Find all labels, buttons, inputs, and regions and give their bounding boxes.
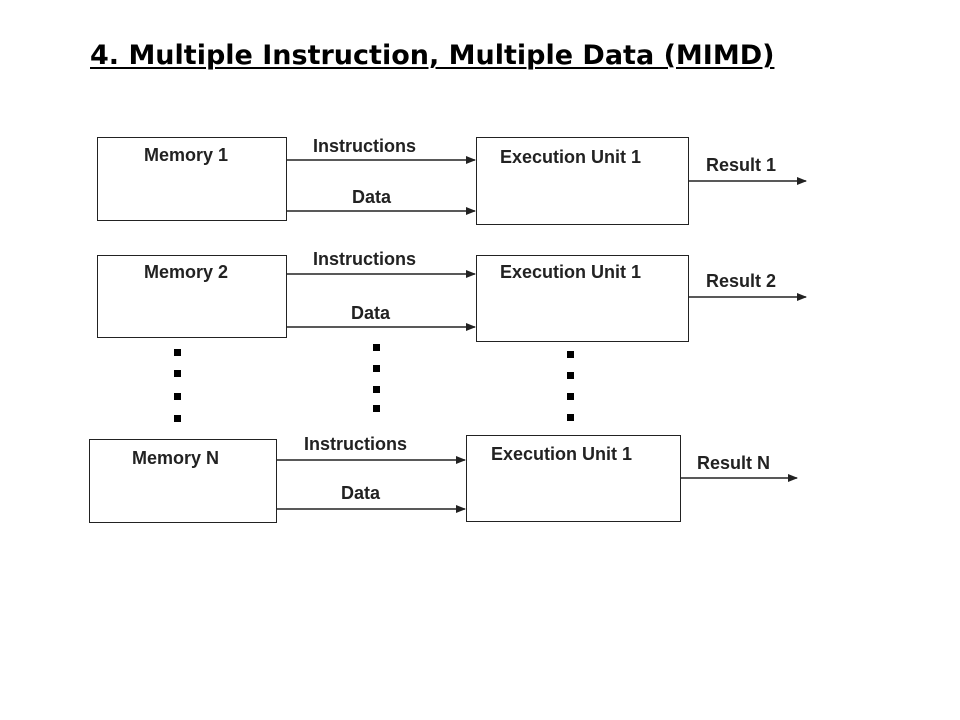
memory-label-n: Memory N — [132, 448, 220, 468]
instructions-label-1: Instructions — [313, 136, 417, 156]
execution-unit-label-n: Execution Unit 1 — [491, 444, 633, 464]
ellipsis-dot — [174, 393, 181, 400]
ellipsis-dot — [373, 344, 380, 351]
ellipsis-dot — [174, 415, 181, 422]
ellipsis-dot — [567, 351, 574, 358]
ellipsis-dot — [567, 372, 574, 379]
ellipsis-dot — [373, 405, 380, 412]
memory-label-1: Memory 1 — [144, 145, 229, 165]
memory-label-2: Memory 2 — [144, 262, 229, 282]
execution-unit-box-2 — [476, 255, 689, 342]
memory-box-2 — [97, 255, 287, 338]
data-label-n: Data — [341, 483, 381, 503]
result-label-2: Result 2 — [706, 271, 777, 291]
ellipsis-dot — [567, 414, 574, 421]
execution-unit-box-n — [466, 435, 681, 522]
data-label-2: Data — [351, 303, 391, 323]
ellipsis-dot — [174, 370, 181, 377]
result-label-1: Result 1 — [706, 155, 777, 175]
page-title: 4. Multiple Instruction, Multiple Data (… — [90, 40, 775, 71]
instructions-label-n: Instructions — [304, 434, 408, 454]
execution-unit-label-1: Execution Unit 1 — [500, 147, 642, 167]
instructions-label-2: Instructions — [313, 249, 417, 269]
data-label-1: Data — [352, 187, 392, 207]
ellipsis-dot — [373, 365, 380, 372]
ellipsis-dot — [174, 349, 181, 356]
execution-unit-label-2: Execution Unit 1 — [500, 262, 642, 282]
execution-unit-box-1 — [476, 137, 689, 225]
memory-box-n — [89, 439, 277, 523]
ellipsis-dot — [567, 393, 574, 400]
memory-box-1 — [97, 137, 287, 221]
result-label-n: Result N — [697, 453, 771, 473]
ellipsis-dot — [373, 386, 380, 393]
